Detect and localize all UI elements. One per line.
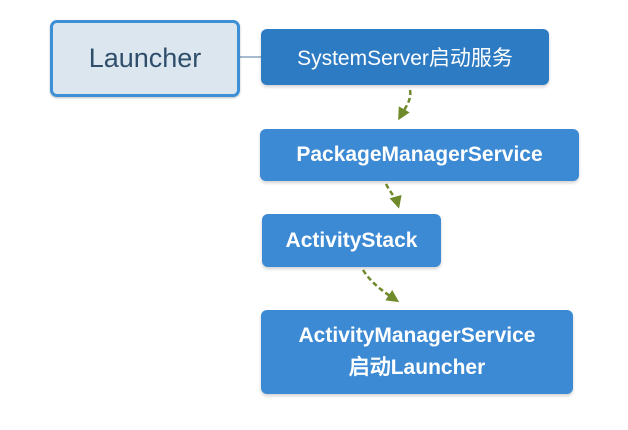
activity-stack-label: ActivityStack bbox=[285, 228, 418, 252]
systemserver-node[interactable]: SystemServer启动服务 bbox=[261, 29, 549, 85]
activity-stack-node[interactable]: ActivityStack bbox=[262, 214, 441, 267]
launcher-root-label: Launcher bbox=[88, 43, 202, 73]
package-manager-service-node[interactable]: PackageManagerService bbox=[260, 129, 579, 181]
arrow-pms-to-activitystack bbox=[384, 183, 402, 209]
arrow-activitystack-to-ams bbox=[361, 269, 400, 303]
activity-manager-service-label: ActivityManagerService bbox=[298, 324, 536, 347]
arrow-systemserver-to-pms bbox=[398, 89, 412, 121]
activity-manager-service-node[interactable]: ActivityManagerService 启动Launcher bbox=[261, 310, 573, 394]
start-launcher-label: 启动Launcher bbox=[348, 356, 486, 379]
systemserver-label: SystemServer启动服务 bbox=[297, 47, 513, 70]
package-manager-service-label: PackageManagerService bbox=[296, 143, 543, 166]
launcher-root-node[interactable]: Launcher bbox=[50, 20, 240, 97]
